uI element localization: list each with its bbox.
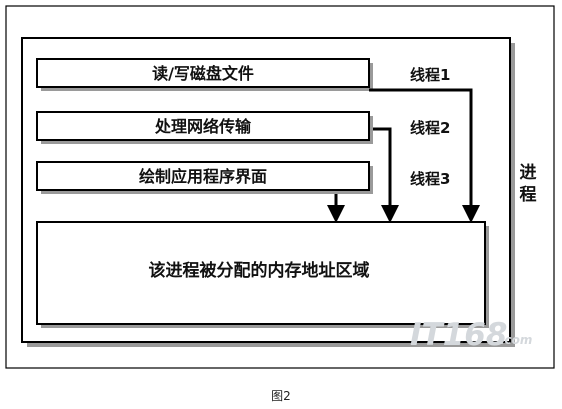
task-label-1: 读/写磁盘文件 bbox=[152, 64, 254, 83]
thread-label-2: 线程2 bbox=[410, 119, 450, 137]
task-label-2: 处理网络传输 bbox=[154, 117, 252, 136]
memory-box bbox=[36, 221, 486, 325]
thread-label-1: 线程1 bbox=[410, 66, 450, 84]
process-label-bottom: 程 bbox=[520, 185, 537, 205]
memory-label: 该进程被分配的内存地址区域 bbox=[149, 260, 370, 281]
thread-arrow-1 bbox=[369, 88, 480, 223]
thread-label-3: 线程3 bbox=[410, 170, 450, 188]
task-label-3: 绘制应用程序界面 bbox=[139, 167, 267, 186]
outer-frame bbox=[5, 5, 555, 369]
watermark-suffix: .com bbox=[500, 333, 532, 347]
task-box-1 bbox=[36, 58, 370, 88]
thread-arrow-2 bbox=[373, 127, 399, 223]
figure-caption: 图2 bbox=[271, 389, 291, 403]
task-box-2 bbox=[36, 111, 370, 141]
process-label-top: 进 bbox=[520, 163, 537, 183]
task-box-3 bbox=[36, 161, 370, 191]
watermark-logo: IT168 bbox=[410, 317, 507, 353]
